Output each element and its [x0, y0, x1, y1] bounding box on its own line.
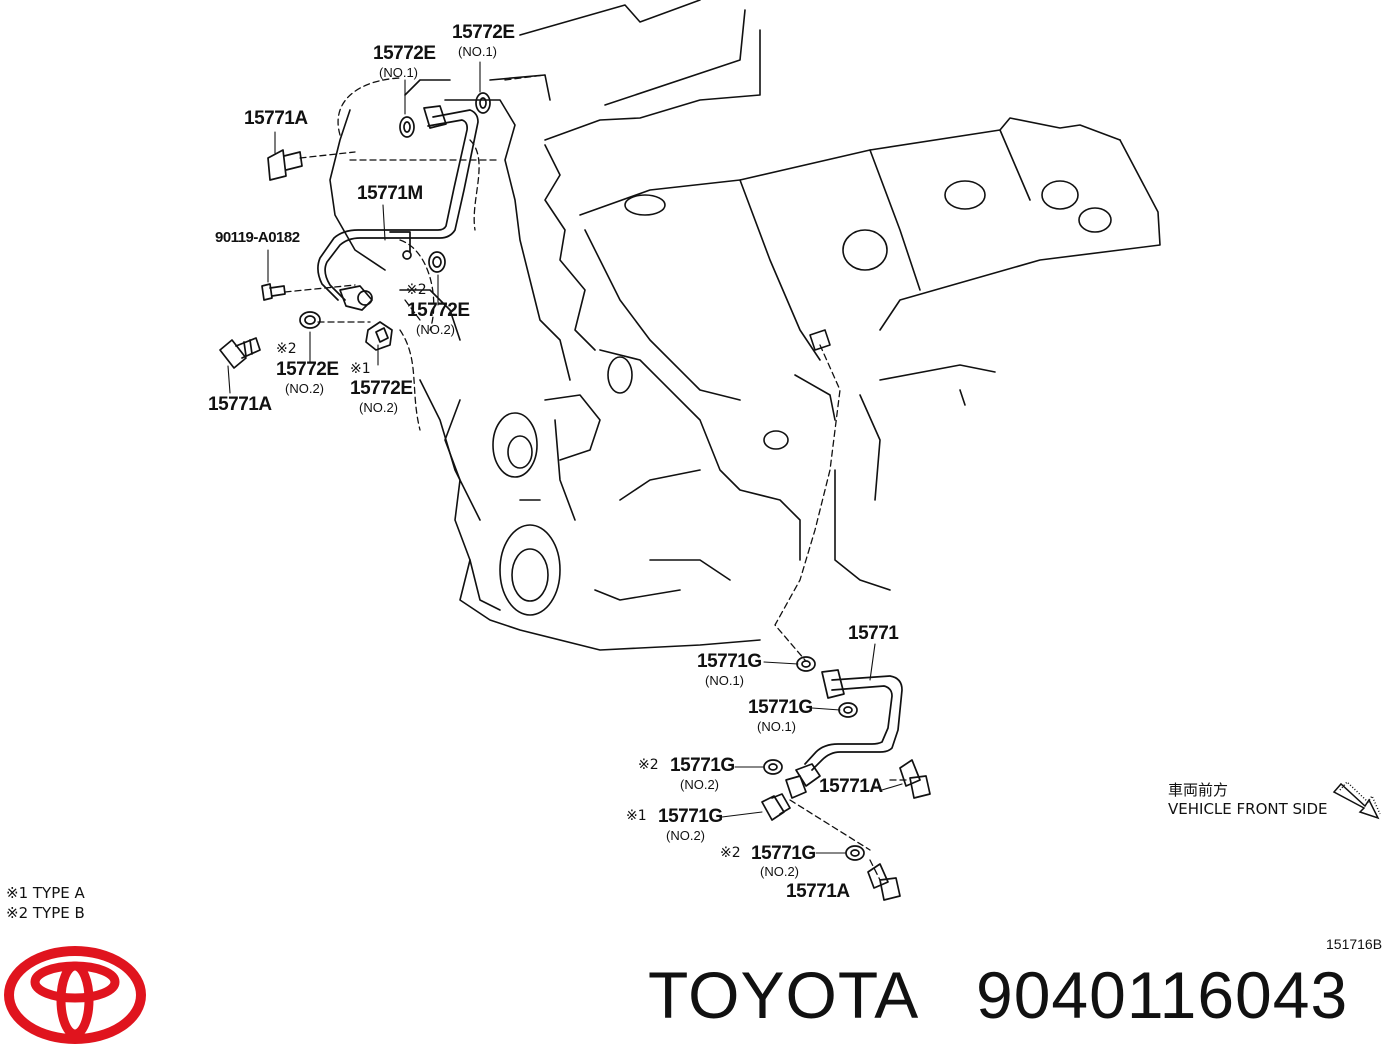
label-15772E-no2-left-sub: (NO.2): [285, 381, 324, 396]
direction-label-en: VEHICLE FRONT SIDE: [1168, 800, 1328, 818]
lower-pipe: [785, 669, 903, 799]
label-15771G-no2-c: 15771G: [751, 843, 816, 864]
legend-type-b: ※2 TYPE B: [6, 904, 85, 922]
label-15772E-no2-right: 15772E: [407, 300, 470, 321]
label-15771G-no2-a-sub: (NO.2): [680, 777, 719, 792]
label-15772E-no1-right-sub: (NO.1): [458, 44, 497, 59]
upper-bolts: [219, 149, 393, 369]
mark-type-b: ※2: [720, 845, 741, 861]
label-15771G-no1-a: 15771G: [697, 651, 762, 672]
label-15772E-no2-center-sub: (NO.2): [359, 400, 398, 415]
figure-code: 151716B: [1326, 936, 1383, 952]
label-15771G-no2-b: 15771G: [658, 806, 723, 827]
lower-gaskets: [761, 656, 865, 861]
lower-bolts: [867, 759, 931, 901]
label-15771A-bot-upper: 15771A: [819, 776, 883, 797]
label-15771G-no2-c-sub: (NO.2): [760, 864, 799, 879]
lower-leaders: [721, 643, 903, 854]
direction-label-jp: 車両前方: [1168, 781, 1229, 799]
engine-block-outline: [329, 0, 1161, 651]
label-15771G-no1-a-sub: (NO.1): [705, 673, 744, 688]
label-90119-A0182: 90119-A0182: [215, 229, 300, 246]
label-15772E-no1-right: 15772E: [452, 22, 515, 43]
mark-type-a: ※1: [350, 361, 371, 377]
part-number: 9040116043: [976, 958, 1349, 1032]
label-15771A-bot-lower: 15771A: [786, 881, 850, 902]
label-15771: 15771: [848, 623, 899, 644]
mark-type-b: ※2: [638, 757, 659, 773]
label-15771G-no1-b: 15771G: [748, 697, 813, 718]
label-15772E-no1-left-sub: (NO.1): [379, 65, 418, 80]
upper-pipe: [317, 105, 479, 311]
label-15771M: 15771M: [357, 183, 423, 204]
label-15771G-no1-b-sub: (NO.1): [757, 719, 796, 734]
upper-gaskets: [299, 92, 491, 329]
label-15771A-upper: 15771A: [244, 108, 308, 129]
label-15771A-lower: 15771A: [208, 394, 272, 415]
legend-type-a: ※1 TYPE A: [6, 884, 85, 902]
mark-type-b: ※2: [276, 341, 297, 357]
toyota-logo-icon: [4, 946, 146, 1044]
label-15771G-no2-b-sub: (NO.2): [666, 828, 705, 843]
label-15772E-no2-left: 15772E: [276, 359, 339, 380]
mark-type-a: ※1: [626, 808, 647, 824]
direction-arrow-icon: [1332, 780, 1381, 820]
mark-type-b: ※2: [406, 282, 427, 298]
label-15772E-no2-right-sub: (NO.2): [416, 322, 455, 337]
label-15771G-no2-a: 15771G: [670, 755, 735, 776]
label-15772E-no1-left: 15772E: [373, 43, 436, 64]
brand-name: TOYOTA: [648, 958, 920, 1032]
label-15772E-no2-center: 15772E: [350, 378, 413, 399]
dashed-leaders: [284, 74, 911, 881]
upper-leaders: [227, 61, 481, 394]
